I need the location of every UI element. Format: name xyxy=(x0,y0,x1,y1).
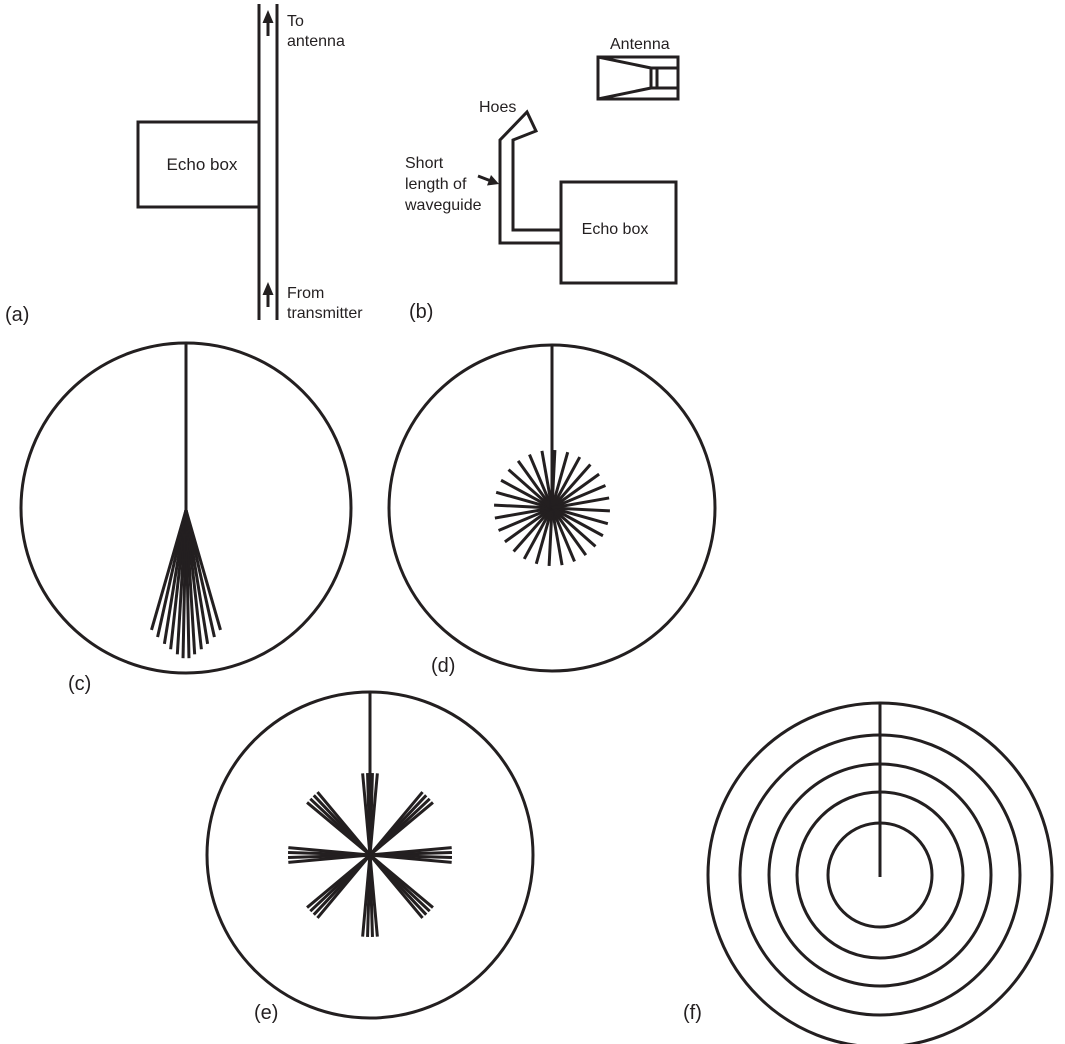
star-ray xyxy=(551,506,611,513)
echo-box-b xyxy=(559,180,678,285)
echo-star-pattern-e xyxy=(287,772,453,938)
star-ray xyxy=(516,460,554,509)
panel-a-label: (a) xyxy=(5,304,29,326)
star-ray xyxy=(550,463,592,509)
panel-a: Echo box To antenna From transmitter (a) xyxy=(5,4,363,326)
star-ray xyxy=(494,506,553,520)
star-ray xyxy=(551,472,600,510)
antenna-horn-icon xyxy=(596,55,680,101)
up-arrow-bottom-icon xyxy=(262,282,274,307)
holes-label: Hoes xyxy=(479,99,516,116)
star-ray xyxy=(493,503,553,510)
panel-e-label: (e) xyxy=(254,1002,278,1024)
star-ray xyxy=(507,468,553,510)
panel-e: (e) xyxy=(205,690,535,1024)
star-ray xyxy=(550,451,570,509)
bundle-ray xyxy=(369,801,434,857)
waveguide-b xyxy=(498,109,562,245)
star-ray xyxy=(522,507,554,560)
echo-star-pattern-d xyxy=(493,449,611,567)
bundle-ray xyxy=(368,854,424,919)
echo-box-b-label: Echo box xyxy=(582,221,649,238)
to-antenna-label-1: To xyxy=(287,13,304,30)
star-ray xyxy=(495,490,553,510)
star-ray xyxy=(551,506,604,538)
star-ray xyxy=(504,506,553,544)
bundle-ray xyxy=(369,853,452,864)
panel-d: (d) xyxy=(387,343,717,677)
bundle-ray xyxy=(316,791,372,856)
star-ray xyxy=(551,506,597,548)
star-ray xyxy=(550,507,588,556)
bundle-ray xyxy=(361,854,372,937)
waveguide-label-3: waveguide xyxy=(404,197,482,214)
scope-circle-c xyxy=(19,341,353,675)
star-ray xyxy=(547,507,554,567)
echo-box-a xyxy=(136,120,261,209)
fan-ray xyxy=(184,509,222,631)
waveguide-label-2: length of xyxy=(405,176,467,193)
star-ray xyxy=(550,449,557,509)
star-ray xyxy=(551,484,607,510)
panel-b: Antenna Echo box Hoes Short length of wa… xyxy=(404,36,680,323)
echo-fan-pattern-c xyxy=(150,509,222,659)
panel-c: (c) xyxy=(19,341,353,695)
panel-f: (f) xyxy=(683,701,1054,1044)
to-antenna-label-2: antenna xyxy=(287,33,345,50)
star-ray xyxy=(551,496,610,510)
bundle-ray xyxy=(288,846,371,857)
star-ray xyxy=(540,450,554,509)
star-ray xyxy=(497,506,553,532)
echo-box-a-label: Echo box xyxy=(167,155,238,174)
bundle-ray xyxy=(368,773,379,856)
star-ray xyxy=(550,507,564,566)
panel-f-label: (f) xyxy=(683,1002,702,1024)
waveguide-label-1: Short xyxy=(405,155,444,172)
pointer-arrow-icon xyxy=(477,174,499,186)
star-ray xyxy=(550,507,576,563)
panel-d-label: (d) xyxy=(431,655,455,677)
from-transmitter-label-1: From xyxy=(287,285,324,302)
star-ray xyxy=(500,478,553,510)
star-ray xyxy=(534,507,554,565)
panel-c-label: (c) xyxy=(68,673,91,695)
star-ray xyxy=(551,506,609,526)
up-arrow-top-icon xyxy=(262,10,274,36)
panel-b-label: (b) xyxy=(409,301,433,323)
bundle-ray xyxy=(306,853,371,909)
star-ray xyxy=(550,456,582,509)
antenna-label: Antenna xyxy=(610,36,670,53)
from-transmitter-label-2: transmitter xyxy=(287,305,363,322)
star-ray xyxy=(528,453,554,509)
star-ray xyxy=(512,507,554,553)
